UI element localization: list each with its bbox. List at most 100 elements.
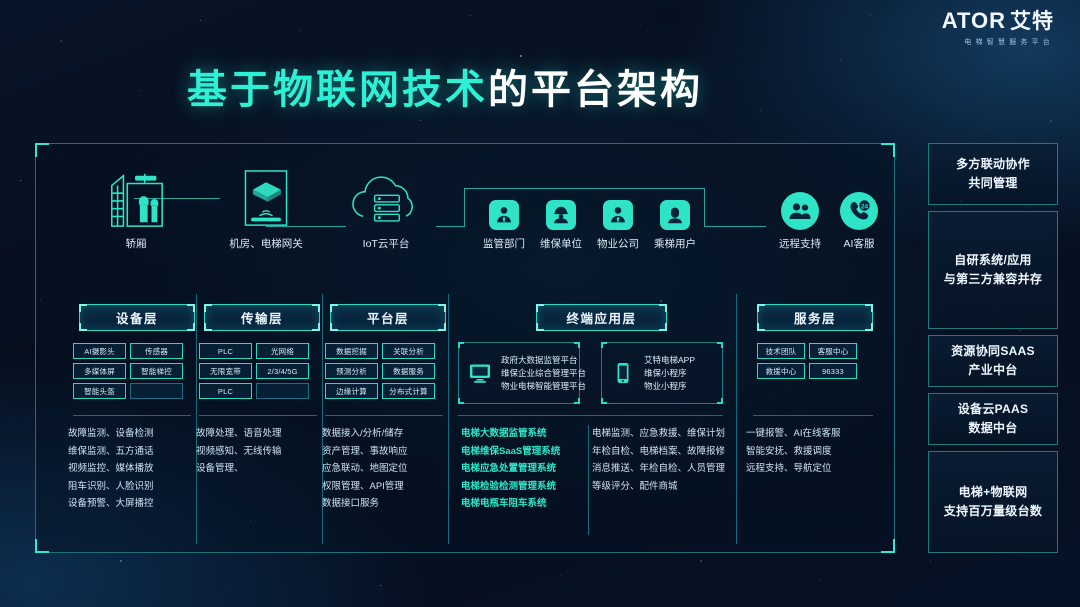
supervisor-avatar-icon [489,200,519,230]
frame-corner-top-left [35,143,49,157]
terminal-line: 物业电梯智能管理平台 [501,380,587,391]
tag-item[interactable]: 边缘计算 [325,383,378,399]
layer-header-platform[interactable]: 平台层 [330,304,446,331]
wire-apps-to-support [704,226,766,227]
svg-text:24: 24 [861,203,869,210]
corner [717,398,723,404]
star [820,580,821,581]
tag-item[interactable]: 无限宽带 [199,363,252,379]
layer-header-terminal-app[interactable]: 终端应用层 [536,304,667,331]
column-separator-4 [736,294,737,544]
node-ai-customer-service[interactable]: 24 AI客服 [828,190,890,251]
node-supervision-department[interactable]: 监管部门 [476,196,532,251]
list-item: 权限管理、API管理 [322,480,404,492]
tag-item[interactable]: 救援中心 [757,363,805,379]
tag-item-empty[interactable] [256,383,309,399]
corner [438,323,446,331]
divider-device [73,415,191,416]
star [200,20,201,21]
elevator-car-icon [98,168,174,230]
side-card-collaboration[interactable]: 多方联动协作共同管理 [928,143,1058,205]
tag-item[interactable]: 多媒体屏 [73,363,126,379]
tag-item[interactable]: 数据挖掘 [325,343,378,359]
list-item: 数据接口服务 [322,498,380,509]
wire-apps-top-bar [464,188,704,189]
maintenance-worker-avatar-icon [546,200,576,230]
node-property-company[interactable]: 物业公司 [590,196,646,251]
layer-header-device[interactable]: 设备层 [79,304,195,331]
node-label: 维保单位 [540,238,582,250]
side-card-iot-scale[interactable]: 电梯+物联网支持百万量级台数 [928,451,1058,553]
node-maintenance-unit[interactable]: 维保单位 [533,196,589,251]
tag-item[interactable]: 2/3/4/5G [256,363,309,379]
node-label: 远程支持 [779,238,821,250]
star [20,180,21,181]
corner [659,304,667,312]
passenger-avatar-wrap [647,196,703,230]
passenger-avatar-icon [660,200,690,230]
terminal-card-apps[interactable]: 艾特电梯APP 维保小程序 物业小程序 [601,342,723,404]
frame-corner-bottom-right [881,539,895,553]
terminal-card-platforms[interactable]: 政府大数据监管平台 维保企业综合管理平台 物业电梯智能管理平台 [458,342,586,404]
tag-item[interactable]: PLC [199,343,252,359]
layer-header-service[interactable]: 服务层 [757,304,873,331]
layer-header-transmission[interactable]: 传输层 [204,304,320,331]
divider-platform [325,415,443,416]
service-layer-list: 一键报警、AI在线客服 智能安抚、救援调度 远程支持、导航定位 [746,425,840,478]
ai-service-wrap: 24 [828,190,890,230]
layer-header-label: 平台层 [366,312,409,326]
corner [330,323,338,331]
tag-item[interactable]: 关联分析 [382,343,435,359]
terminal-line: 艾特电梯APP [644,354,696,365]
node-label: 监管部门 [483,238,525,250]
architecture-diagram-frame: 轿厢 机房、电梯网关 [35,143,895,553]
side-card-wrap-5: 电梯+物联网支持百万量级台数 [928,451,1058,553]
transmission-layer-list: 故障处理、语音处理 视频感知、无线传输 设备管理、 [196,425,282,478]
star [930,560,931,561]
list-item: 数据接入/分析/储存 [322,428,404,439]
tag-item[interactable]: 分布式计算 [382,383,435,399]
terminal-line: 政府大数据监管平台 [501,354,578,365]
tag-item[interactable]: 技术团队 [757,343,805,359]
list-item: 电梯大数据监管系统 [461,428,547,439]
node-remote-support[interactable]: 远程支持 [769,190,831,251]
corner [438,304,446,312]
node-machine-room-gateway[interactable]: 机房、电梯网关 [208,168,324,251]
platform-layer-list: 数据接入/分析/储存 资产管理、事故响应 应急联动、地图定位 权限管理、API管… [322,425,408,513]
node-elevator-car[interactable]: 轿厢 [98,168,174,251]
node-label: AI客服 [843,238,875,250]
list-item: 智能安抚、救援调度 [746,445,832,457]
node-iot-cloud-platform[interactable]: IoT云平台 [338,168,434,251]
tag-item[interactable]: 96333 [809,363,857,379]
tag-item[interactable]: 预测分析 [325,363,378,379]
property-avatar-wrap [590,196,646,230]
node-passenger-user[interactable]: 乘梯用户 [647,196,703,251]
tag-item[interactable]: 数据服务 [382,363,435,379]
wire-gateway-to-cloud [266,226,346,227]
corner [757,304,765,312]
list-item: 电梯电瓶车阻车系统 [461,498,547,509]
tag-item[interactable]: 智能头盔 [73,383,126,399]
tag-item[interactable]: 客服中心 [809,343,857,359]
tag-item[interactable]: AI摄影头 [73,343,126,359]
tag-item[interactable]: 传感器 [130,343,183,359]
tag-item[interactable]: PLC [199,383,252,399]
terminal-card-lines: 政府大数据监管平台 维保企业综合管理平台 物业电梯智能管理平台 [501,354,586,393]
transmission-layer-tags: PLC 光网络 无限宽带 2/3/4/5G PLC [199,343,317,399]
logo-subtitle: 电梯智慧服务平台 [964,39,1054,46]
tag-item-empty[interactable] [130,383,183,399]
remote-support-wrap [769,190,831,230]
corner [458,398,464,404]
tag-item[interactable]: 智能梯控 [130,363,183,379]
divider-terminal [458,415,723,416]
platform-layer-tags: 数据挖掘 关联分析 预测分析 数据服务 边缘计算 分布式计算 [325,343,443,399]
column-separator-2 [322,294,323,544]
divider-transmission [199,415,317,416]
side-highlight-cards: 多方联动协作共同管理 [928,143,1058,205]
tag-item[interactable]: 光网络 [256,343,309,359]
side-card-self-developed[interactable]: 自研系统/应用与第三方兼容并存 [928,211,1058,329]
remote-support-people-icon [781,192,819,230]
